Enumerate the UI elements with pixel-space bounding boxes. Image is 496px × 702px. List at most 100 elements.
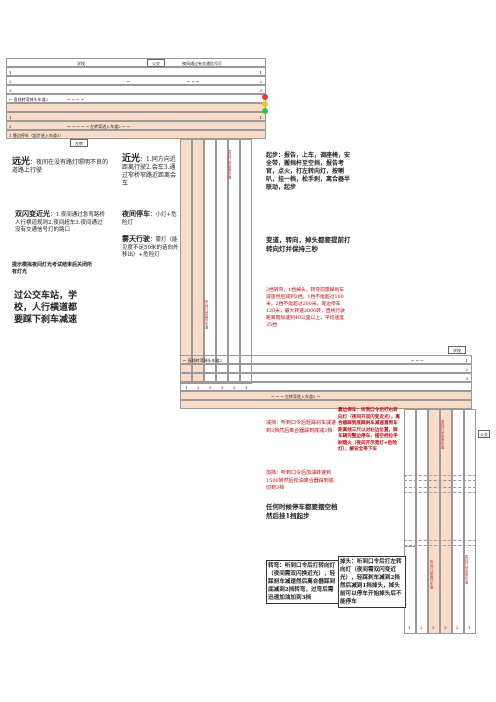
lower-vertical-e — [452, 409, 464, 634]
lane-number: 2 — [197, 385, 200, 390]
flash-body: ：1.夜间通过急弯路桥人行横道规则2.夜间超车3.夜间通过没有交通信号灯的路口 — [15, 212, 105, 233]
yellow-light-icon — [262, 101, 268, 107]
lane-entry-label: → → → → → 左转弯进入车道2 → → — [67, 124, 130, 129]
top-peach-lane-a — [6, 103, 266, 112]
vertical-lane-c — [204, 139, 216, 384]
gear-note: 2挡转弯，1挡掉头，转弯前需踩刹车减速然后减到2挡，1挡不能超过100米，2挡不… — [266, 288, 345, 328]
lane-number: 3 — [9, 88, 12, 93]
near-light-note: 近光：1.同方向近距离行驶2.会车3.通过窄桥窄路近距离会车 — [122, 155, 180, 188]
dash-row-2 — [404, 487, 476, 493]
lane-number: 2 — [9, 124, 12, 129]
lane-number: 3 — [221, 385, 224, 390]
lane-change-note: 变道，转向，掉头都要提前打转向灯并保持三秒 — [266, 236, 351, 253]
start-note: 起步：报告，上车，调座椅，安全带，搬挡杆至空挡，报告考官，点火，打左转向灯，按喇… — [266, 152, 351, 191]
top-lane-3: 3 3 — [6, 85, 266, 94]
fog-note: 雾天行驶：雾灯（能见度不足50米的话向外移出）+危险灯 — [122, 235, 180, 260]
vertical-lane-e — [228, 139, 240, 384]
mid-arrow-label: ← 直线转弯掉头车道2 — [183, 358, 223, 363]
lane-number: 1 — [408, 625, 411, 630]
mid-num-row: 1 2 3 3 2 1 — [180, 382, 472, 391]
anytime-note: 任何时候停车都要摆空档然后挂1挡起步 — [266, 503, 338, 520]
mid-bus-box: 公交 — [478, 430, 490, 438]
bus-stop-box: 公交 — [147, 59, 165, 67]
near-light-body: ：1.同方向近距离行驶2.会车3.通过窄桥窄路近距离会车 — [122, 156, 177, 187]
hint-note: 提示模拟夜间灯光考试结束后关闭所有灯光 — [12, 262, 93, 275]
lane-number: 2 — [456, 625, 459, 630]
accel-note: 加挡：听到口令后加油转速到1500转然后松油离合器踩到底切到3挡 — [266, 470, 334, 491]
vertical-lane-d — [216, 139, 228, 384]
fog-body: ：雾灯（能见度不足50米的话向外移出）+危险灯 — [122, 237, 179, 258]
lane-number: 1 — [9, 115, 12, 120]
lane-number: 3 — [209, 385, 212, 390]
top-entry-lane: 2 → → → → → 左转弯进入车道2 → → — [6, 121, 266, 130]
top-peach-lane-b: 1 1 — [6, 112, 266, 121]
lower-vertical-label: 直线行驶加速车道 — [441, 420, 445, 449]
arrow: ← ← ← — [187, 79, 200, 84]
vertical-road-label: 直线行驶加速车道 — [228, 150, 232, 179]
far-light-body: ：夜间在没有路灯照明不良的道路上行驶 — [12, 159, 109, 174]
lower-vertical-c — [428, 409, 440, 634]
lower-vertical-f — [464, 409, 476, 634]
lane-number: 1 — [259, 115, 262, 120]
flash-note: 双闪变近光：1.夜间通过急弯路桥人行横道规则2.夜间超车3.夜间通过没有交通信号… — [15, 210, 105, 235]
top-direction-row: ← 直线转弯掉头车道2 ← ← ← ← — [6, 94, 266, 103]
top-road-header: 学校 公交 夜间通过有交通信号灯 — [6, 58, 266, 67]
night-signal-label: 夜间通过有交通信号灯 — [182, 61, 222, 66]
dash-row-1 — [404, 475, 476, 481]
lower-col2-label-b: 直线行驶加速车道 — [465, 555, 469, 584]
lower-vertical-b — [416, 409, 428, 634]
lane-number: 1 — [185, 385, 188, 390]
green-light-icon — [262, 108, 268, 114]
vertical-lane-f — [240, 139, 252, 384]
lane-number: 3 — [444, 625, 447, 630]
left-turn-box: 左转 — [70, 139, 88, 147]
turn-note: 转弯：听到口令后打转向灯（夜间需双闪换近光），轻踩刹车减速然后离合器踩到底减到2… — [266, 560, 340, 604]
top-lane-2: 2 ← ← ← ← 2 — [6, 76, 266, 85]
mid-entry-label: → → → 左转弯进入车道2 → — [271, 394, 321, 399]
mid-peach-b — [180, 400, 472, 409]
arrow: ← — [127, 79, 131, 84]
lane-number: 3 — [259, 88, 262, 93]
top-lane-1: 1 1 — [6, 67, 266, 76]
right-stop-note: 靠边停车：听到口令后打右转向灯（夜间开双闪变近光），离合器踩到底踩刹车减速直到车… — [338, 408, 401, 452]
flash-title: 双闪变近光 — [15, 209, 50, 218]
far-light-note: 远光：夜间在没有路灯照明不良的道路上行驶 — [12, 158, 112, 175]
lane-number: 3 — [432, 625, 435, 630]
vertical-lane-b — [192, 139, 204, 384]
direction-label: ← 直线转弯掉头车道2 — [9, 97, 49, 102]
lower-vertical-d — [440, 409, 452, 634]
lane-exit-label: 1 靠边停车（起步进入车道1） — [9, 133, 64, 138]
night-park-body: ：小灯+危险灯 — [122, 212, 177, 226]
near-light-title: 近光 — [122, 154, 141, 164]
lane-number: 1 — [259, 70, 262, 75]
red-light-icon — [262, 94, 268, 100]
fog-title: 雾天行驶 — [122, 234, 150, 243]
mid-peach-a: → → → 左转弯进入车道2 → — [180, 391, 472, 400]
mid-lane-1: ← 直线转弯掉头车道2 ← ← ← 1 — [180, 355, 472, 364]
arrow: ← ← ← ← — [67, 97, 85, 102]
dash-row-3 — [404, 540, 476, 546]
lane-number: 1 — [465, 358, 468, 363]
vertical-road-label: 夜间行驶直线车道 — [205, 300, 209, 329]
lane-number: 2 — [259, 79, 262, 84]
far-light-title: 远光 — [12, 157, 31, 167]
mid-lane-2: 2 — [180, 364, 472, 373]
lane-number: 1 — [9, 70, 12, 75]
mid-school-box: 学校 — [448, 346, 466, 354]
bottom-number-row: 1 2 3 3 2 1 — [404, 625, 476, 633]
school-label: 学校 — [77, 61, 85, 66]
lane-number: 2 — [233, 385, 236, 390]
arrow: ← ← ← — [411, 358, 424, 363]
bus-stop-note: 过公交车站，学校，人行横道都要踩下刹车减速 — [14, 291, 78, 325]
lane-number: 2 — [420, 625, 423, 630]
lane-number: 2 — [9, 79, 12, 84]
lane-number: 3 — [465, 376, 468, 381]
lane-number: 1 — [468, 625, 471, 630]
vertical-lane-a — [180, 139, 192, 384]
top-exit-lane: 1 靠边停车（起步进入车道1） — [6, 130, 266, 139]
night-park-note: 夜间停车：小灯+危险灯 — [122, 210, 180, 227]
uturn-note: 掉头：听到口令后打左转向灯（夜间需双闪变近光），轻踩刹车减到2挡然后减到1挡掉头… — [338, 556, 406, 608]
mid-lane-3: 3 — [180, 373, 472, 382]
lane-number: 1 — [245, 385, 248, 390]
lane-number: 2 — [465, 367, 468, 372]
